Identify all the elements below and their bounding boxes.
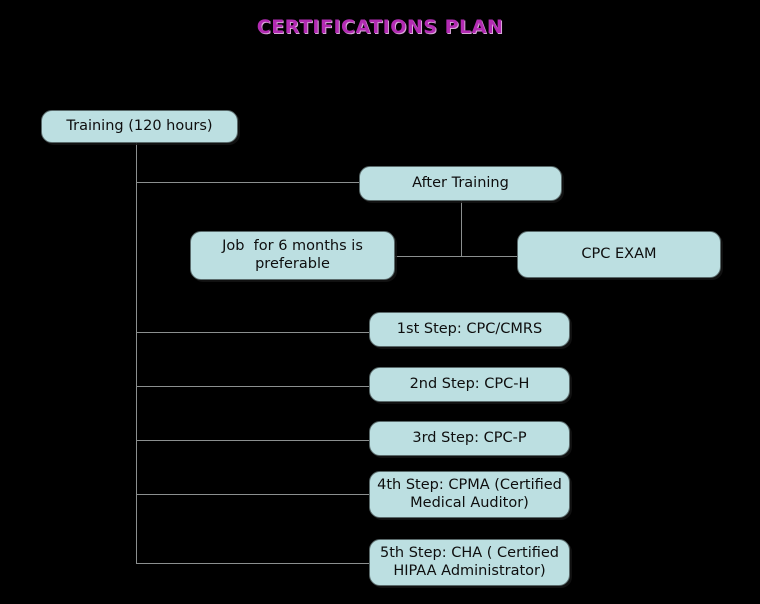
connector-training-to-step1 [136, 332, 370, 333]
connector-training-to-step2 [136, 386, 370, 387]
node-after-training-label: After Training [412, 174, 509, 191]
page-title: CERTIFICATIONS PLAN [256, 16, 504, 38]
node-step4-label: 4th Step: CPMA (Certified Medical Audito… [377, 476, 567, 511]
node-job-label: Job for 6 months is preferable [222, 237, 368, 272]
node-step1-label: 1st Step: CPC/CMRS [396, 320, 543, 337]
node-cpc-exam[interactable]: CPC EXAM [517, 231, 721, 278]
connector-training-to-step4 [136, 494, 370, 495]
node-training[interactable]: Training (120 hours) [41, 110, 238, 143]
node-step3-label: 3rd Step: CPC-P [412, 429, 527, 446]
connector-after-training-to-job [395, 256, 462, 257]
node-step1[interactable]: 1st Step: CPC/CMRS [369, 312, 570, 347]
connector-trunk-vertical [136, 142, 137, 563]
node-cpc-exam-label: CPC EXAM [581, 245, 657, 262]
connector-after-training-down [461, 201, 462, 256]
node-job[interactable]: Job for 6 months is preferable [190, 231, 395, 280]
connector-training-to-after-training [136, 182, 359, 183]
connector-after-training-to-cpc-exam [461, 256, 518, 257]
node-step3[interactable]: 3rd Step: CPC-P [369, 421, 570, 456]
node-step2[interactable]: 2nd Step: CPC-H [369, 367, 570, 402]
node-step5[interactable]: 5th Step: CHA ( Certified HIPAA Administ… [369, 539, 570, 586]
node-after-training[interactable]: After Training [359, 166, 562, 201]
node-step4[interactable]: 4th Step: CPMA (Certified Medical Audito… [369, 471, 570, 518]
node-step2-label: 2nd Step: CPC-H [409, 375, 530, 392]
connector-training-to-step3 [136, 440, 370, 441]
connector-training-to-step5 [136, 563, 370, 564]
node-step5-label: 5th Step: CHA ( Certified HIPAA Administ… [379, 544, 564, 579]
node-training-label: Training (120 hours) [66, 117, 213, 134]
